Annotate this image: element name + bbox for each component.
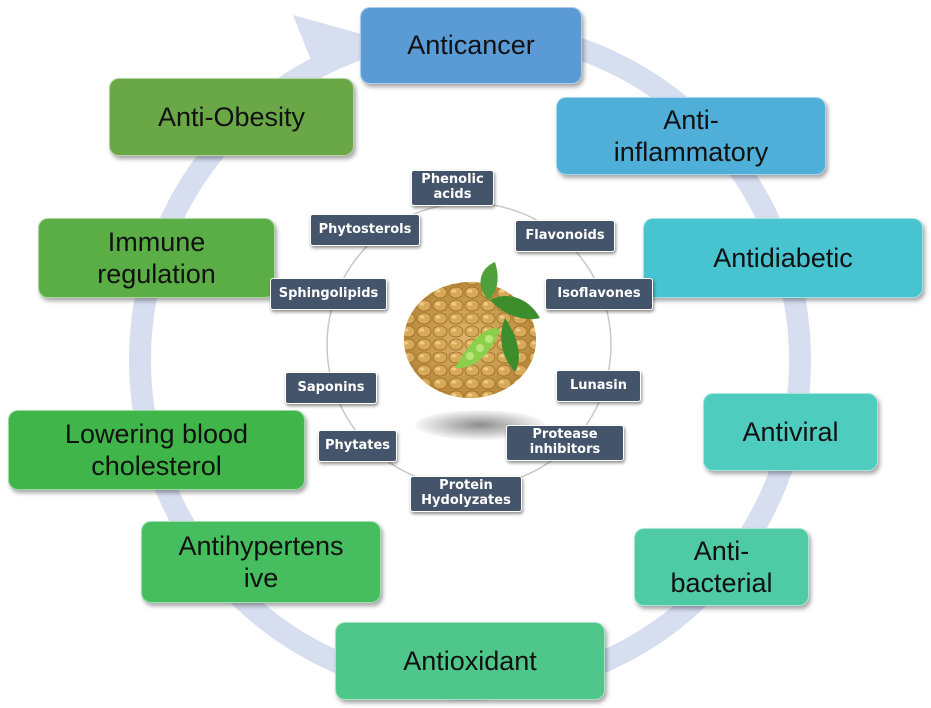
activity-label: Antidiabetic bbox=[713, 242, 853, 273]
compound-protease-inhibitors: Protease inhibitors bbox=[506, 425, 624, 461]
compound-sphingolipids: Sphingolipids bbox=[270, 278, 387, 310]
compound-protein-hydrolyzates: Protein Hydolyzates bbox=[410, 476, 522, 512]
activity-immune-regulation: Immune regulation bbox=[38, 218, 275, 298]
soybean-image bbox=[404, 262, 540, 398]
activity-label: Antioxidant bbox=[403, 645, 537, 676]
compound-phenolic-acids: Phenolic acids bbox=[411, 170, 494, 206]
activity-label: Anti-Obesity bbox=[157, 101, 306, 132]
activity-antiviral: Antiviral bbox=[703, 393, 878, 471]
compound-label: Protease inhibitors bbox=[529, 427, 601, 457]
compound-saponins: Saponins bbox=[285, 372, 377, 404]
compound-label: Sphingolipids bbox=[278, 285, 379, 301]
activity-anticancer: Anticancer bbox=[360, 7, 582, 84]
compound-lunasin: Lunasin bbox=[556, 370, 641, 402]
compound-phytosterols: Phytosterols bbox=[310, 214, 420, 246]
compound-label: Phenolic acids bbox=[421, 172, 484, 202]
activity-label: Antihypertens ive bbox=[178, 530, 344, 593]
compound-phytates: Phytates bbox=[318, 430, 397, 462]
compound-label: Lunasin bbox=[569, 377, 627, 393]
compound-label: Protein Hydolyzates bbox=[421, 478, 511, 508]
activity-antioxidant: Antioxidant bbox=[335, 622, 605, 700]
activity-label: Anti- inflammatory bbox=[613, 104, 769, 167]
activity-label: Antiviral bbox=[742, 416, 839, 447]
activity-antidiabetic: Antidiabetic bbox=[643, 218, 923, 298]
activity-label: Anticancer bbox=[407, 30, 535, 61]
activity-label: Immune regulation bbox=[97, 226, 216, 289]
activity-antihypertensive: Antihypertens ive bbox=[141, 521, 381, 603]
activity-label: Lowering blood cholesterol bbox=[64, 418, 249, 481]
activity-lowering-blood-cholesterol: Lowering blood cholesterol bbox=[8, 410, 305, 490]
compound-label: Phytates bbox=[324, 437, 390, 453]
activity-antibacterial: Anti- bacterial bbox=[634, 528, 809, 606]
compound-label: Phytosterols bbox=[318, 221, 412, 237]
activity-anti-inflammatory: Anti- inflammatory bbox=[556, 97, 826, 175]
compound-isoflavones: Isoflavones bbox=[545, 278, 653, 310]
activity-label: Anti- bacterial bbox=[670, 535, 773, 598]
cycle-arrowhead bbox=[293, 15, 365, 78]
activity-anti-obesity: Anti-Obesity bbox=[109, 78, 354, 156]
compound-label: Isoflavones bbox=[557, 285, 641, 301]
compound-flavonoids: Flavonoids bbox=[515, 220, 615, 252]
compound-label: Flavonoids bbox=[525, 227, 605, 243]
compound-label: Saponins bbox=[297, 379, 365, 395]
